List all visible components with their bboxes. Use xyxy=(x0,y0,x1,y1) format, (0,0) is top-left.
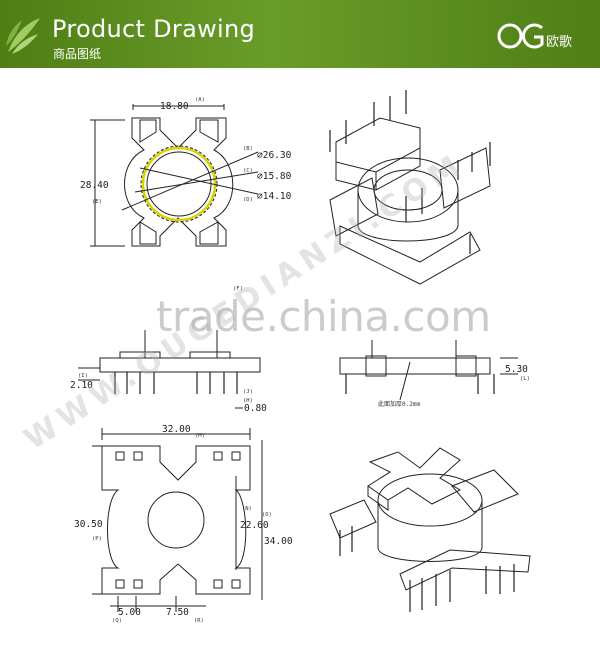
bottom-view: 32.00 (M) 30.50 (P) (N) 22.60 (O) 34.00 … xyxy=(74,424,293,624)
leader-line xyxy=(139,167,259,195)
thickness-note: 此面加厚0.2mm xyxy=(378,400,420,408)
core-top xyxy=(377,473,483,527)
isometric-view-top xyxy=(329,90,491,285)
side-view-left: (F) (I) 2.10 (J) (H) 0.80 xyxy=(70,286,267,414)
side-flange xyxy=(455,355,477,377)
flange-side xyxy=(335,162,377,191)
ref-label: (E) xyxy=(92,199,102,205)
og-logo-icon xyxy=(497,23,544,49)
top-flange xyxy=(367,447,462,505)
slot xyxy=(199,119,219,143)
bamboo-leaf-icon xyxy=(6,18,40,54)
side-flange xyxy=(119,351,161,359)
slot xyxy=(199,221,219,245)
ref-label: (P) xyxy=(92,536,102,542)
ref-label: (A) xyxy=(195,97,205,103)
bottom-flange xyxy=(339,225,481,285)
pin-diameter-dimension: 0.80 xyxy=(244,403,267,414)
side-flange xyxy=(365,355,387,377)
height-dimension: 28.40 xyxy=(80,180,109,191)
winding-circle xyxy=(141,146,217,222)
pins xyxy=(114,372,238,394)
flange-side xyxy=(375,148,421,191)
page-title: Product Drawing xyxy=(52,15,256,43)
height-right-dimension: 34.00 xyxy=(264,536,293,547)
height-left-dimension: 30.50 xyxy=(74,519,103,530)
ref-label: (N) xyxy=(242,506,252,512)
side-flange xyxy=(439,147,491,209)
trade-watermark: trade.china.com xyxy=(156,292,491,341)
side-body xyxy=(339,357,491,375)
ref-label: (R) xyxy=(194,618,204,624)
inner-dimension: 22.60 xyxy=(240,520,269,531)
brand-name: 欧歌 xyxy=(546,35,573,50)
side-view-right: 5.30 (L) 此面加厚0.2mm xyxy=(339,340,530,408)
technical-drawing: (A) 18.80 28.40 (E) (B) ⌀26.30 (C) ⌀15.8… xyxy=(70,90,531,624)
pitch-q-dimension: 5.00 xyxy=(118,607,141,618)
pins xyxy=(345,374,495,394)
diameter-d: ⌀14.10 xyxy=(257,191,292,202)
side-flange xyxy=(189,351,231,359)
slot xyxy=(139,221,157,245)
diameter-b: ⌀26.30 xyxy=(257,150,292,161)
leader-line xyxy=(399,361,411,401)
ref-label: (D) xyxy=(243,197,253,203)
side-flange xyxy=(329,177,379,237)
ref-label: (F) xyxy=(233,286,243,292)
pitch-r-dimension: 7.50 xyxy=(166,607,189,618)
outer-circle xyxy=(140,145,218,223)
ref-label: (L) xyxy=(520,376,530,382)
ref-label: (Q) xyxy=(112,618,122,624)
side-body xyxy=(99,357,261,373)
width-dimension: 18.80 xyxy=(160,101,189,112)
core-body xyxy=(377,500,483,562)
side-flange xyxy=(451,469,519,513)
leader-line xyxy=(134,171,259,193)
ref-label: (C) xyxy=(243,168,253,174)
ref-label: (H) xyxy=(243,398,253,404)
pin-length-dimension: 2.10 xyxy=(70,380,93,391)
ref-label: (O) xyxy=(262,512,272,518)
ref-label: (I) xyxy=(78,373,88,379)
side-flange xyxy=(329,499,377,539)
pin-holes xyxy=(115,451,241,589)
isometric-view-bottom xyxy=(329,447,531,612)
leader-line xyxy=(121,151,259,211)
core-circle xyxy=(147,491,205,549)
ref-label: (B) xyxy=(243,146,253,152)
core-body xyxy=(357,190,459,242)
diameter-c: ⌀15.80 xyxy=(257,171,292,182)
top-view: (A) 18.80 28.40 (E) (B) ⌀26.30 (C) ⌀15.8… xyxy=(80,97,292,247)
height-dimension: 5.30 xyxy=(505,364,528,375)
header-banner: Product Drawing 商品图纸 欧歌 xyxy=(0,0,600,68)
bobbin-outline xyxy=(124,117,234,247)
pins xyxy=(339,526,515,612)
inner-circle xyxy=(146,151,212,217)
pins xyxy=(329,90,491,254)
ref-label: (M) xyxy=(195,433,205,439)
slot xyxy=(139,119,157,143)
page-subtitle: 商品图纸 xyxy=(53,47,102,61)
width-dimension: 32.00 xyxy=(162,424,191,435)
bobbin-outline xyxy=(101,445,251,595)
ref-label: (J) xyxy=(243,389,253,395)
bottom-flange xyxy=(399,549,531,591)
